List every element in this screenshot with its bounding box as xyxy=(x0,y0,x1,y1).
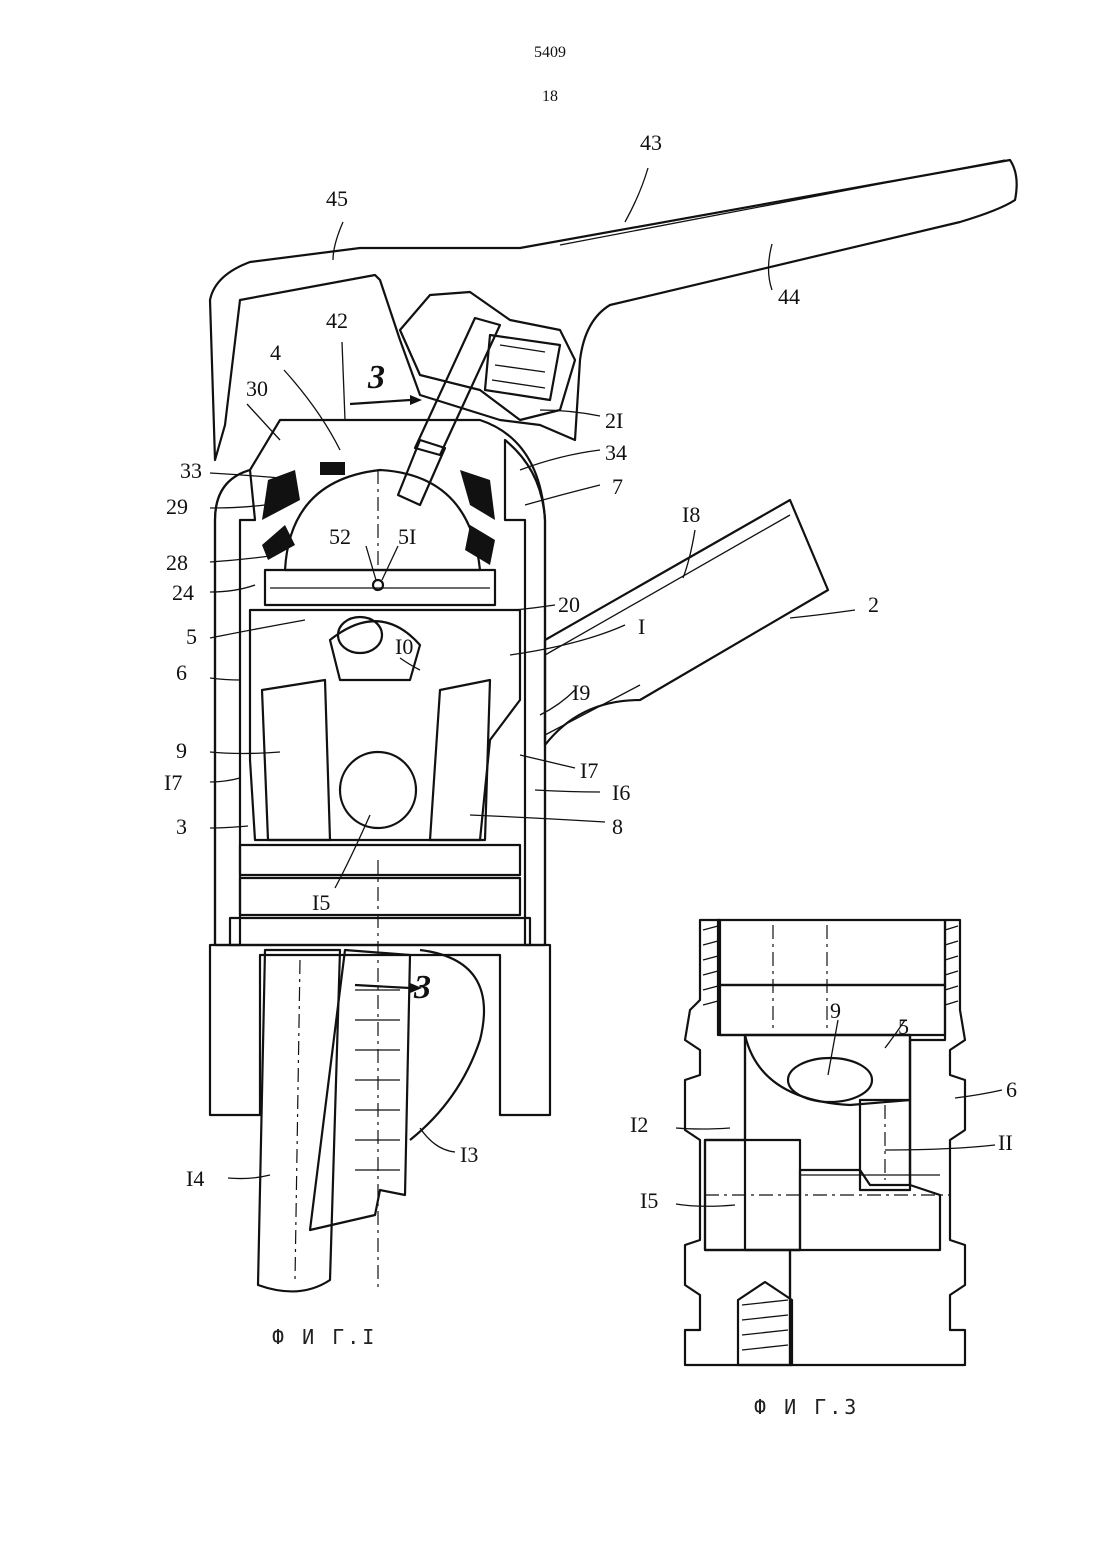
pipe-14 xyxy=(258,950,340,1291)
label-21: 2I xyxy=(605,408,623,433)
label-5: 5 xyxy=(186,624,197,649)
figure-1-label-texts: 43 45 44 42 4 3 2I 30 34 33 7 29 52 5I I… xyxy=(164,130,879,1349)
label-1: I xyxy=(638,614,645,639)
label-44: 44 xyxy=(778,284,800,309)
label-4: 4 xyxy=(270,340,281,365)
outlet-spout xyxy=(545,500,828,745)
label-9: 9 xyxy=(176,738,187,763)
figure-1-leaders xyxy=(210,168,855,1179)
label-52: 52 xyxy=(329,524,351,549)
label-8: 8 xyxy=(612,814,623,839)
fig3-label-12: I2 xyxy=(630,1112,648,1137)
label-18: I8 xyxy=(682,502,700,527)
figure-1-caption: Ф И Г.I xyxy=(272,1325,377,1349)
label-51: 5I xyxy=(398,524,416,549)
label-2: 2 xyxy=(868,592,879,617)
fig3-right-wall xyxy=(790,920,965,1365)
ball-15 xyxy=(340,752,416,828)
label-30: 30 xyxy=(246,376,268,401)
valve-body-shell xyxy=(215,420,545,945)
label-15: I5 xyxy=(312,890,330,915)
label-20: 20 xyxy=(558,592,580,617)
label-10: I0 xyxy=(395,634,413,659)
ball-element xyxy=(285,470,480,570)
fig3-label-6: 6 xyxy=(1006,1077,1017,1102)
figure-3-label-texts: 9 5 6 I2 II I5 Ф И Г.3 xyxy=(630,998,1017,1419)
label-13: I3 xyxy=(460,1142,478,1167)
figure-3-drawing xyxy=(685,920,965,1365)
label-28: 28 xyxy=(166,550,188,575)
label-45: 45 xyxy=(326,186,348,211)
label-6: 6 xyxy=(176,660,187,685)
fig3-label-15: I5 xyxy=(640,1188,658,1213)
label-17-left: I7 xyxy=(164,770,182,795)
section-mark-3-top: 3 xyxy=(367,359,385,396)
section-mark-3-bottom: 3 xyxy=(413,969,431,1006)
fig3-left-wall xyxy=(685,920,790,1365)
label-16: I6 xyxy=(612,780,630,805)
fig3-label-9: 9 xyxy=(830,998,841,1023)
label-14: I4 xyxy=(186,1166,204,1191)
label-42: 42 xyxy=(326,308,348,333)
fig3-label-11: II xyxy=(998,1130,1013,1155)
pipe-13 xyxy=(310,950,410,1230)
label-17-right: I7 xyxy=(580,758,598,783)
fig3-label-5: 5 xyxy=(898,1014,909,1039)
label-3: 3 xyxy=(176,814,187,839)
figure-3-caption: Ф И Г.3 xyxy=(754,1395,859,1419)
label-29: 29 xyxy=(166,494,188,519)
label-43: 43 xyxy=(640,130,662,155)
label-34: 34 xyxy=(605,440,627,465)
label-24: 24 xyxy=(172,580,194,605)
inner-core xyxy=(250,610,520,840)
label-33: 33 xyxy=(180,458,202,483)
label-19: I9 xyxy=(572,680,590,705)
label-7: 7 xyxy=(612,474,623,499)
